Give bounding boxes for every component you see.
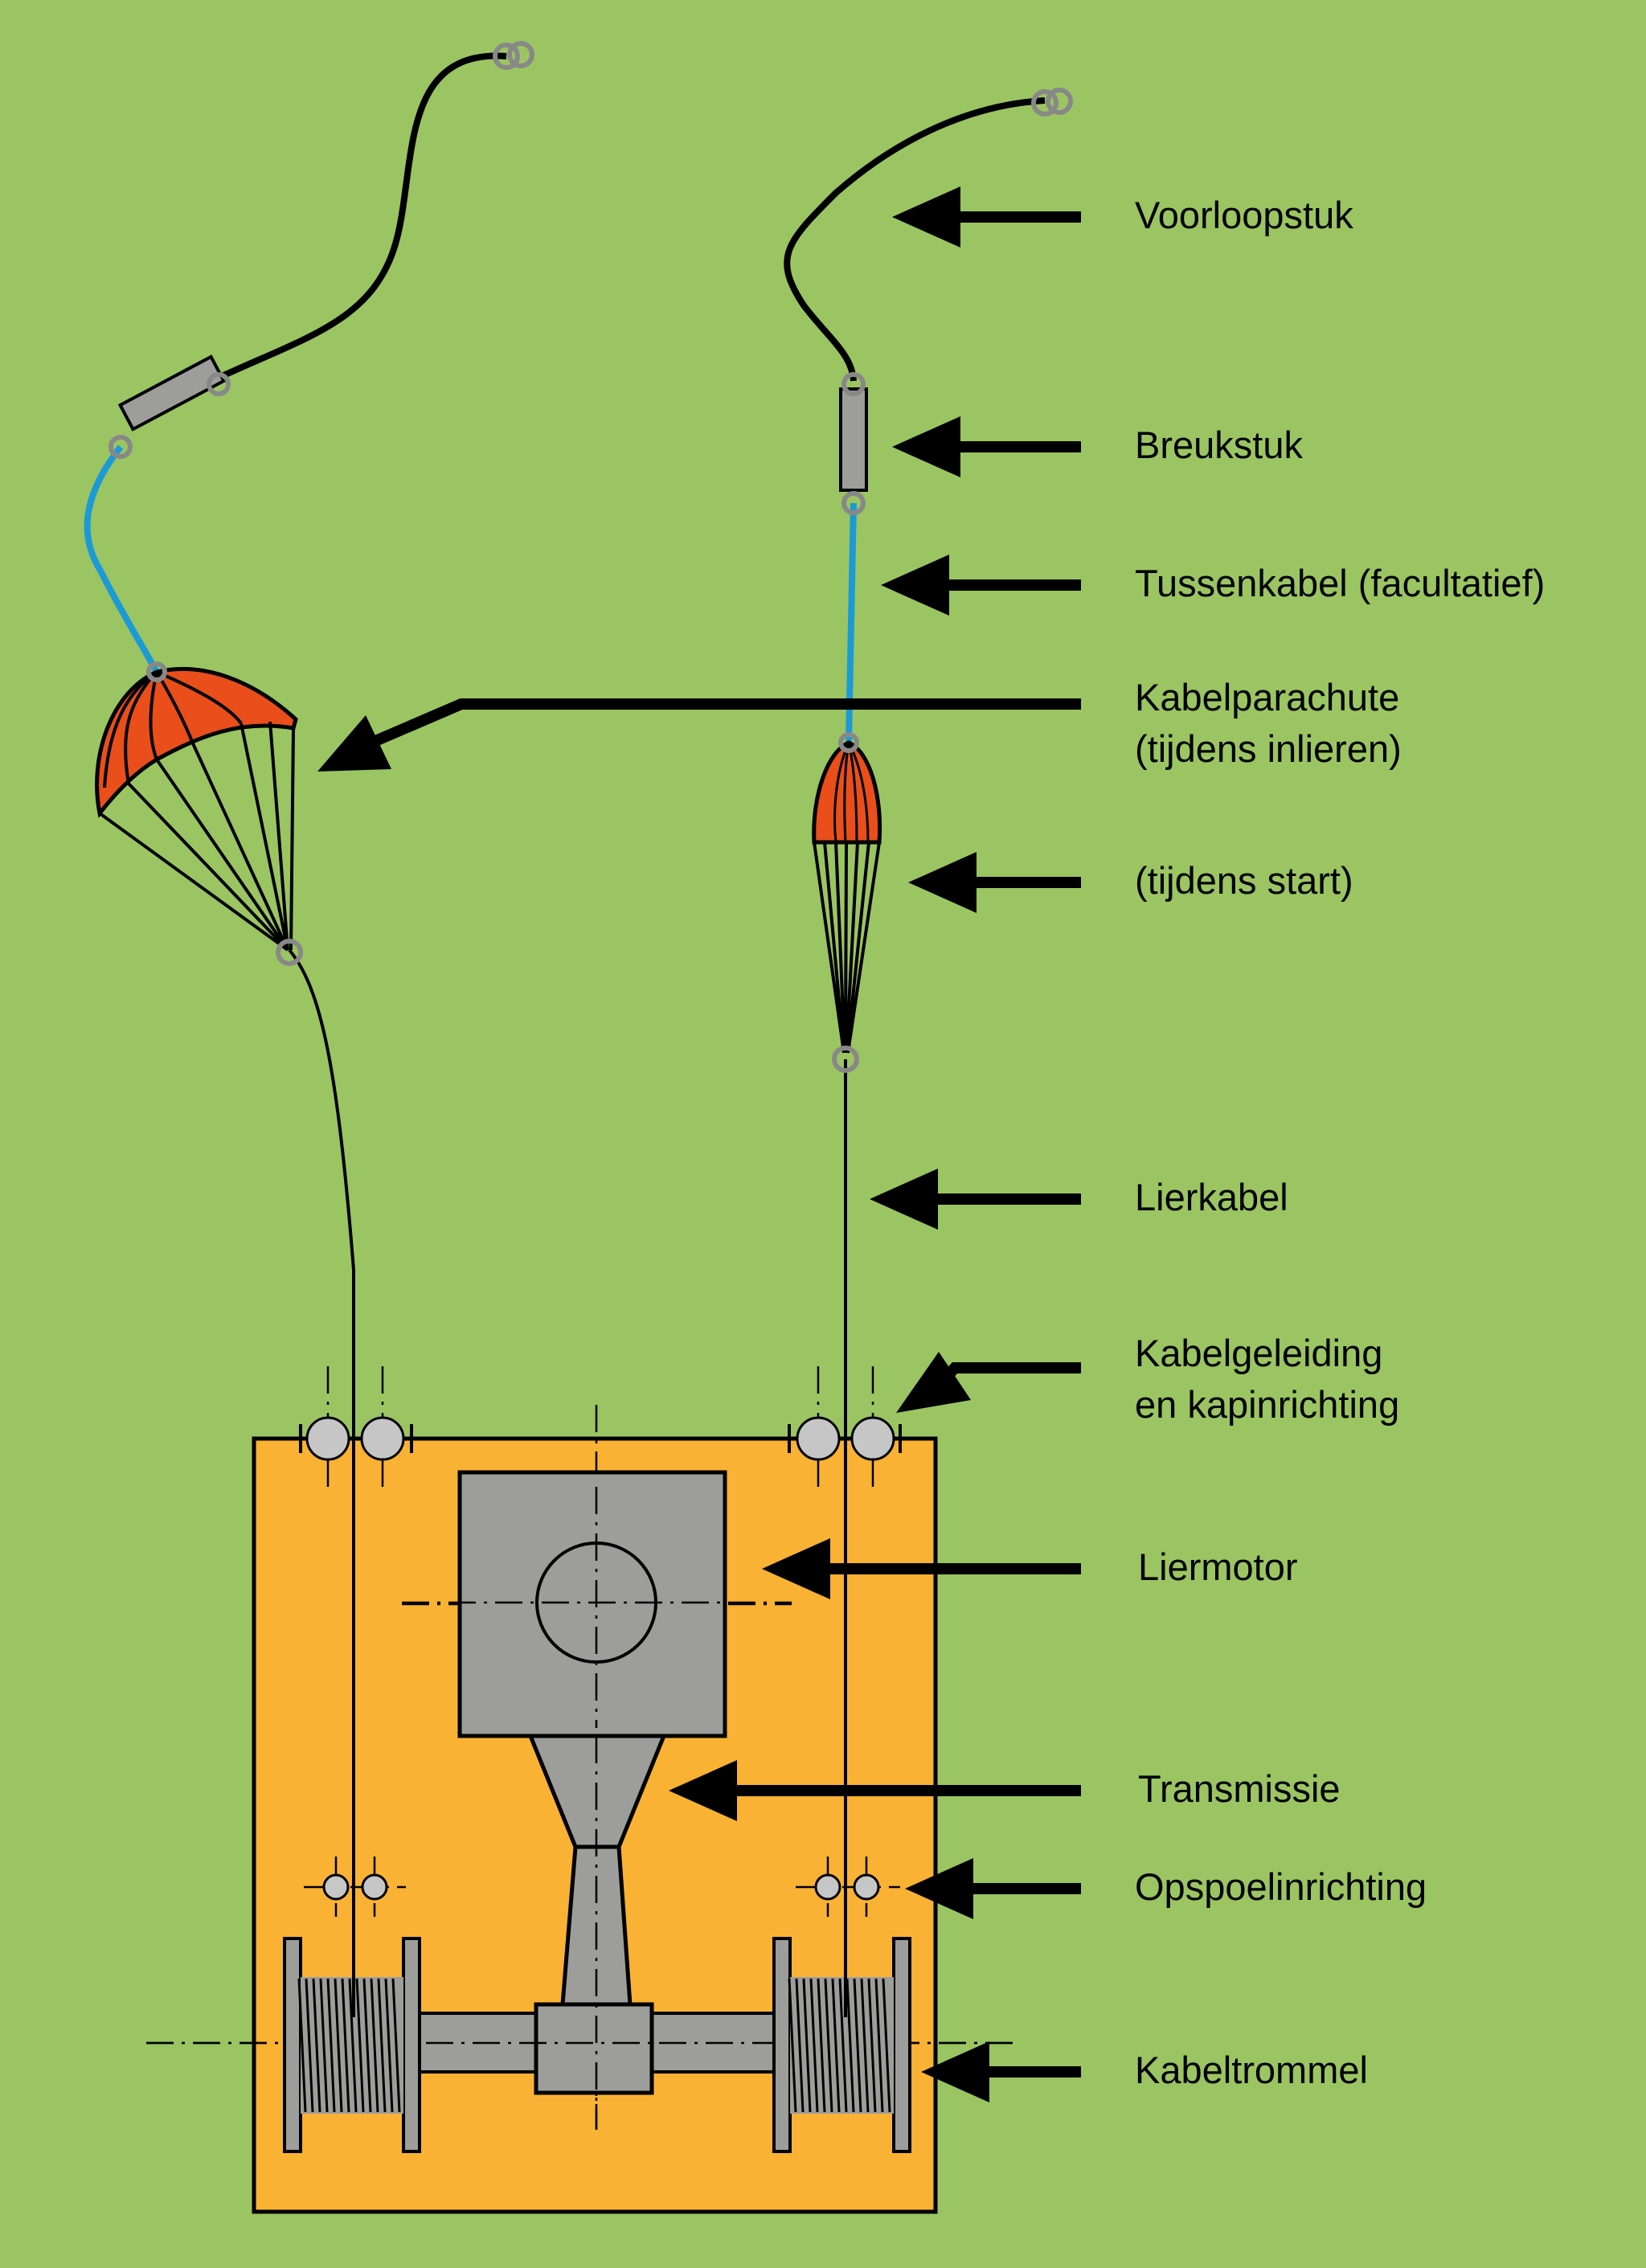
label-tussenkabel: Tussenkabel (facultatief) xyxy=(1135,562,1545,604)
labels: Voorloopstuk Breukstuk Tussenkabel (facu… xyxy=(1135,194,1545,2091)
cable-drum-right xyxy=(772,1937,911,2153)
label-kabelgeleiding-line1: Kabelgeleiding xyxy=(1135,1332,1382,1374)
transmission xyxy=(146,1734,1014,2130)
arrow-kabelparachute xyxy=(317,698,1081,772)
cable-guide-and-cutter xyxy=(299,1366,902,1495)
arrow-breukstuk xyxy=(892,416,1081,477)
label-voorloopstuk: Voorloopstuk xyxy=(1135,194,1353,236)
label-transmissie: Transmissie xyxy=(1138,1767,1341,1810)
right-parachute-closed xyxy=(812,740,882,1054)
label-lierkabel: Lierkabel xyxy=(1135,1176,1288,1218)
arrow-voorloopstuk xyxy=(892,186,1081,248)
arrow-tijdens-start xyxy=(908,852,1081,913)
arrow-tussenkabel xyxy=(881,555,1081,616)
cable-drum-left xyxy=(283,1937,421,2153)
label-kabeltrommel: Kabeltrommel xyxy=(1135,2049,1368,2091)
arrow-transmissie xyxy=(669,1760,1081,1821)
left-parachute-open xyxy=(95,666,298,952)
label-kabelparachute-line2: (tijdens inlieren) xyxy=(1135,727,1402,770)
arrow-kabelgeleiding xyxy=(896,1352,1081,1413)
arrow-lierkabel xyxy=(870,1169,1081,1230)
label-kabelparachute-line1: Kabelparachute xyxy=(1135,676,1399,718)
arrow-kabeltrommel xyxy=(921,2041,1081,2102)
spooling-device xyxy=(304,1857,900,1917)
right-weak-link xyxy=(839,387,868,492)
label-kabelgeleiding-line2: en kapinrichting xyxy=(1135,1383,1399,1426)
right-cable-assembly xyxy=(784,88,1073,2017)
arrow-opspoelinrichting xyxy=(905,1858,1081,1919)
callout-arrows xyxy=(317,186,1081,2102)
label-opspoelinrichting: Opspoelinrichting xyxy=(1135,1865,1427,1908)
label-tijdens-start: (tijdens start) xyxy=(1135,859,1353,902)
left-weak-link xyxy=(117,354,227,432)
label-breukstuk: Breukstuk xyxy=(1135,424,1303,466)
arrow-liermotor xyxy=(762,1538,1081,1599)
left-cable-assembly xyxy=(84,41,534,2017)
label-liermotor: Liermotor xyxy=(1138,1545,1298,1588)
